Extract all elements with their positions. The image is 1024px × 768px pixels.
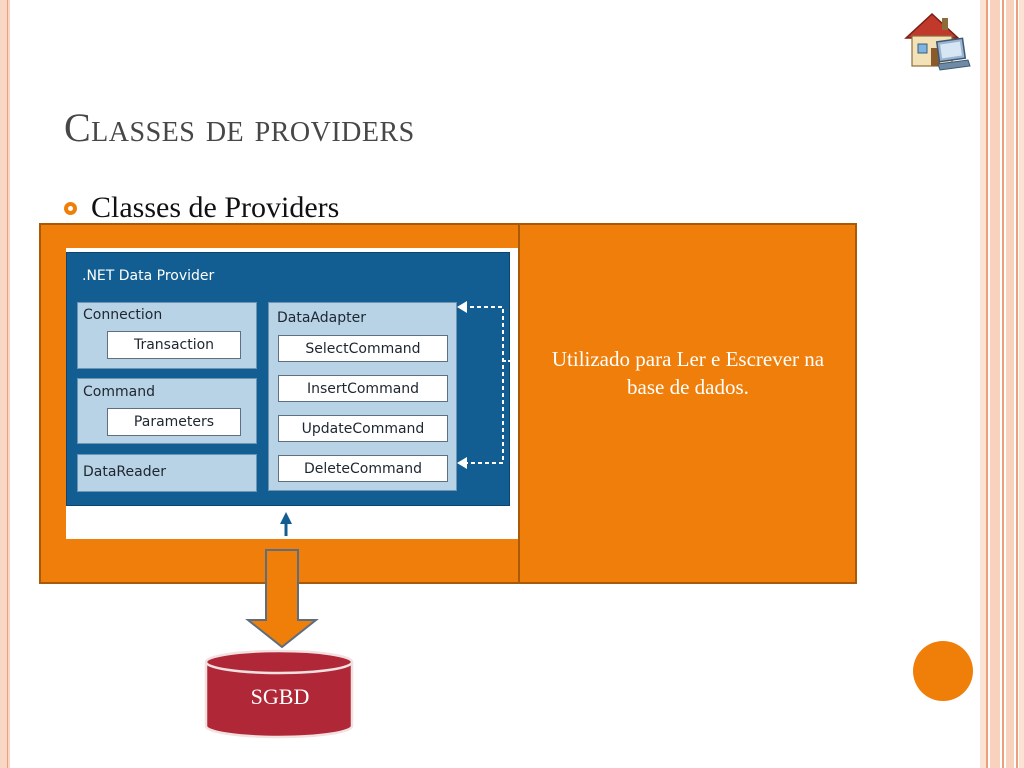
- dataadapter-dashed-arrows: [457, 301, 517, 469]
- bullet-item: Classes de Providers: [64, 190, 339, 226]
- selectcommand-box: SelectCommand: [278, 335, 448, 362]
- dataadapter-label: DataAdapter: [277, 310, 366, 326]
- command-label: Command: [83, 384, 155, 400]
- deletecommand-box: DeleteCommand: [278, 455, 448, 482]
- transaction-box: Transaction: [107, 331, 241, 359]
- parameters-box: Parameters: [107, 408, 241, 436]
- slide-title: Classes de providers: [64, 105, 415, 150]
- upward-arrow-icon: [280, 512, 292, 536]
- insertcommand-box: InsertCommand: [278, 375, 448, 402]
- panel-divider: [518, 223, 520, 584]
- note-text: Utilizado para Ler e Escrever na base de…: [551, 347, 825, 399]
- connector-shapes: [204, 512, 354, 739]
- left-border-decoration: [0, 0, 10, 768]
- connection-label: Connection: [83, 307, 163, 323]
- bullet-text: Classes de Providers: [91, 191, 340, 224]
- ring-bullet-icon: [64, 201, 77, 215]
- net-data-provider-label: .NET Data Provider: [82, 268, 215, 284]
- down-arrow-icon: [245, 549, 319, 649]
- right-stripe-decoration: [980, 0, 1024, 768]
- orange-circle-decoration: [913, 641, 973, 701]
- datareader-label: DataReader: [83, 464, 166, 480]
- database-cylinder: [204, 649, 354, 739]
- datareader-box: [77, 454, 257, 492]
- updatecommand-box: UpdateCommand: [278, 415, 448, 442]
- home-computer-icon[interactable]: [898, 6, 972, 76]
- sgbd-label: SGBD: [250, 684, 310, 709]
